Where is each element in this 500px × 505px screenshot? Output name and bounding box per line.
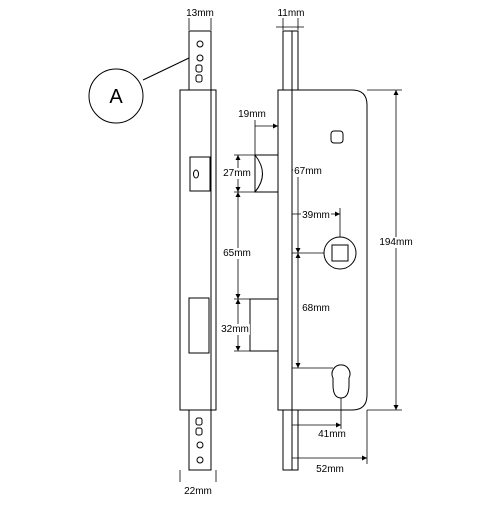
label-68mm: 68mm	[302, 303, 330, 314]
arrow-41mm-right	[336, 422, 341, 428]
label-32mm: 32mm	[221, 324, 249, 335]
left-top-slot-2	[195, 74, 203, 83]
deadbolt-keep-opening	[188, 297, 210, 354]
deadbolt	[249, 298, 279, 352]
arrow-65mm-bottom	[235, 294, 241, 299]
latch-keep-opening	[189, 156, 211, 192]
arrow-32mm-top	[235, 299, 241, 304]
label-11mm: 11mm	[277, 8, 304, 19]
arrow-52mm-right	[362, 455, 367, 461]
label-19mm: 19mm	[238, 109, 266, 120]
left-bottom-hole-2	[196, 456, 204, 464]
latch-keep-hole	[193, 169, 199, 179]
left-bottom-hole-1	[196, 441, 204, 449]
label-194mm: 194mm	[379, 237, 412, 248]
label-52mm-mask	[315, 464, 345, 475]
label-67mm-mask	[293, 166, 323, 177]
label-65mm-mask	[222, 248, 252, 259]
label-27mm-mask	[222, 168, 252, 179]
spindle-hub	[323, 236, 357, 270]
forend-top-extension	[282, 30, 299, 91]
euro-cylinder-profile	[331, 364, 351, 399]
follower-square	[330, 130, 344, 144]
arrow-65mm-top	[235, 192, 241, 197]
left-bottom-slot-2	[195, 427, 203, 436]
label-68mm-mask	[301, 303, 331, 314]
left-bottom-extension	[188, 409, 212, 471]
label-41mm: 41mm	[318, 429, 346, 440]
label-32mm-mask	[220, 324, 250, 335]
left-top-slot-1	[195, 64, 203, 73]
left-strike-plate	[179, 30, 217, 471]
label-65mm: 65mm	[223, 248, 251, 259]
forend-bottom-extension	[282, 409, 299, 471]
arrow-68mm-top	[295, 253, 301, 258]
arrow-67mm-bottom	[295, 248, 301, 253]
arrow-194mm-bottom	[393, 405, 399, 410]
label-67mm: 67mm	[294, 166, 322, 177]
callout-circle	[88, 68, 144, 124]
label-39mm: 39mm	[302, 210, 330, 221]
arrow-39mm-right	[335, 211, 340, 217]
label-22mm: 22mm	[184, 486, 212, 497]
label-52mm: 52mm	[316, 464, 344, 475]
dimension-lines	[179, 18, 402, 482]
label-27mm: 27mm	[223, 168, 251, 179]
label-13mm: 13mm	[186, 8, 214, 19]
latch-bolt	[254, 154, 278, 193]
arrow-27mm-top	[235, 155, 241, 160]
arrow-32mm-bottom	[235, 346, 241, 351]
callout-a	[88, 57, 190, 124]
callout-label: A	[109, 86, 123, 108]
callout-leader	[142, 57, 190, 81]
latch-bolt-bevel	[254, 154, 263, 193]
dimension-arrowheads	[235, 90, 399, 461]
arrow-27mm-bottom	[235, 187, 241, 192]
lock-case	[292, 89, 368, 411]
left-bottom-slot-1	[195, 417, 203, 426]
lock-body-assembly	[249, 30, 368, 471]
arrow-19mm-right	[273, 123, 278, 129]
spindle-square	[331, 244, 349, 262]
arrow-68mm-bottom	[295, 363, 301, 368]
label-41mm-mask	[317, 429, 347, 440]
left-top-hole-2	[196, 54, 204, 62]
arrow-194mm-top	[393, 90, 399, 95]
left-top-hole-1	[196, 40, 204, 48]
label-194mm-mask	[378, 237, 414, 248]
forend-body	[277, 89, 293, 411]
label-39mm-mask	[301, 210, 331, 221]
